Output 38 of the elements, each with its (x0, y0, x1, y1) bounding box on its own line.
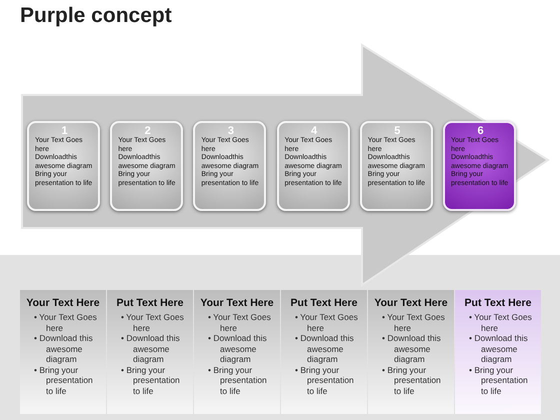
bullet-text: • Bring your presentation to life (33, 364, 94, 396)
title: Purple concept (20, 4, 172, 28)
column-heading: Your Text Here (25, 297, 101, 309)
bullet-text: • Your Text Goes here (381, 312, 446, 333)
bullet-text: • Your Text Goes here (120, 312, 185, 333)
bullet-text: • Bring your presentation to life (294, 364, 355, 396)
column-heading: Put Text Here (290, 297, 358, 309)
step-box (443, 121, 516, 211)
step-box (276, 121, 350, 211)
text-column (281, 290, 367, 414)
bullet-text: • Your Text Goes here (294, 312, 359, 333)
bullet-text: • Your Text Goes here (468, 312, 533, 333)
text-column (107, 290, 193, 414)
step-box (27, 121, 100, 211)
step-number: 6 (476, 125, 485, 137)
column-heading: Put Text Here (116, 297, 184, 309)
text-column (20, 290, 106, 414)
bullet-text: • Bring your presentation to life (120, 364, 181, 396)
bullet-text: • Your Text Goes here (33, 312, 98, 333)
step-box (360, 121, 433, 211)
bullet-text: • Your Text Goes here (207, 312, 272, 333)
step-box (110, 121, 184, 211)
text-column (368, 290, 454, 414)
bullet-text: • Download this awesome diagram (120, 333, 181, 364)
text-column (194, 290, 280, 414)
text-column (455, 290, 541, 414)
bullet-text: • Bring your presentation to life (468, 364, 529, 396)
bullet-text: • Download this awesome diagram (468, 333, 529, 364)
column-heading: Your Text Here (373, 297, 449, 309)
bullet-text: • Download this awesome diagram (294, 333, 355, 364)
bullet-text: • Bring your presentation to life (381, 364, 442, 396)
step-box (193, 121, 266, 211)
column-heading: Put Text Here (464, 297, 532, 309)
bullet-text: • Download this awesome diagram (33, 333, 94, 364)
bullet-text: • Download this awesome diagram (381, 333, 442, 364)
bullet-text: • Download this awesome diagram (207, 333, 268, 364)
bullet-text: • Bring your presentation to life (207, 364, 268, 396)
column-heading: Your Text Here (199, 297, 275, 309)
